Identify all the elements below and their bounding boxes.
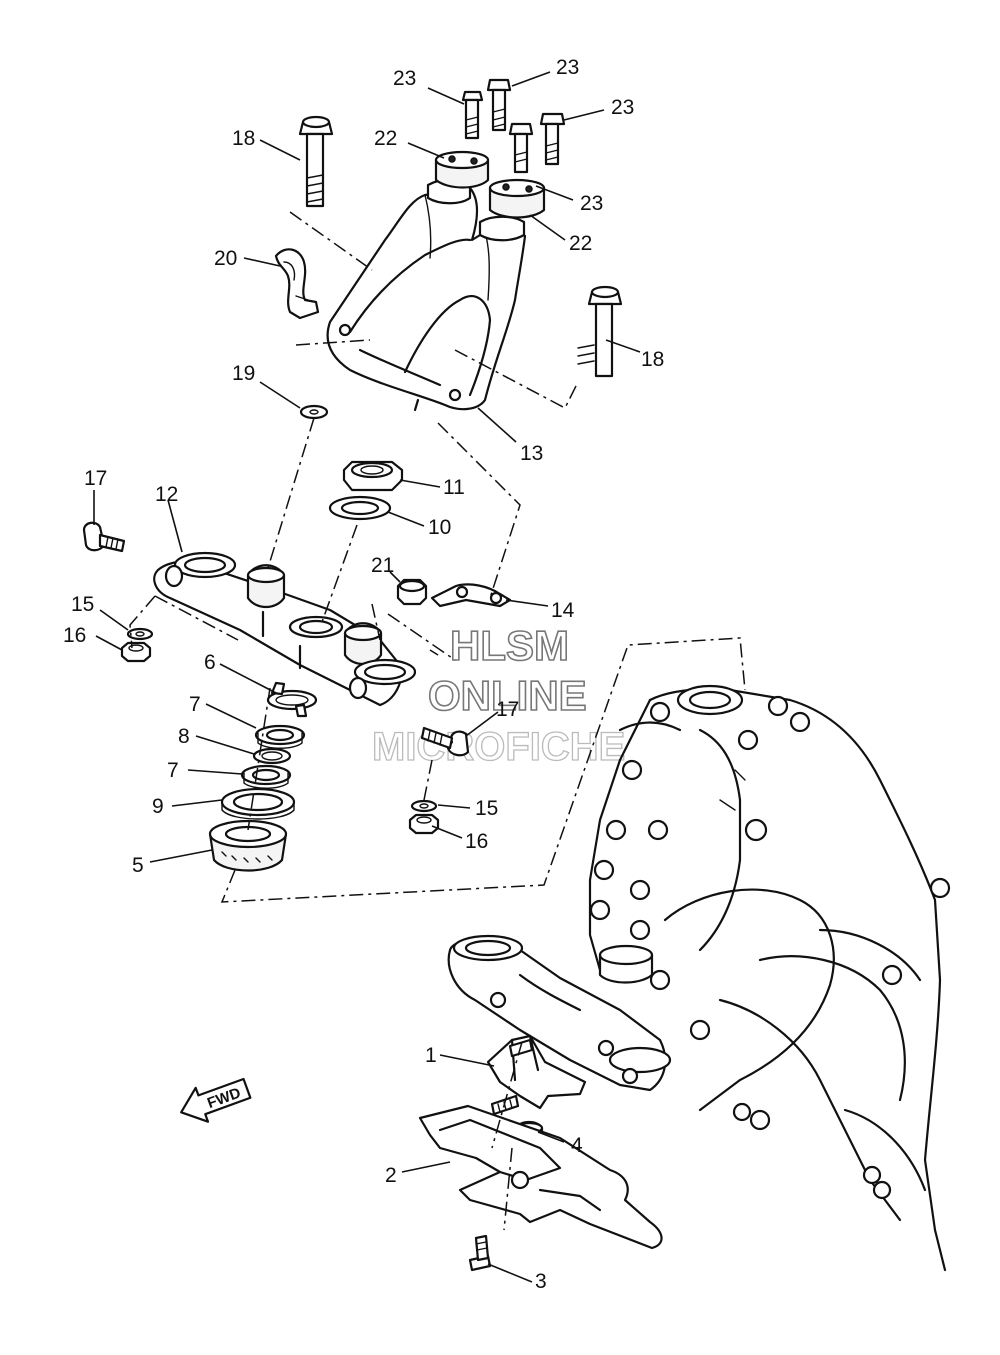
cable-guide-bracket — [430, 583, 512, 608]
steering-nut — [342, 460, 404, 492]
callout-13: 13 — [520, 442, 543, 465]
frame — [588, 684, 951, 1272]
leader-lines — [93, 71, 641, 1283]
callout-15: 15 — [71, 593, 94, 616]
lower-bracket — [447, 934, 672, 1092]
callout-17: 17 — [496, 698, 519, 721]
upper-holder-left — [434, 150, 490, 189]
claw-washer — [266, 681, 318, 718]
crown-cover — [326, 186, 527, 411]
callout-18: 18 — [232, 127, 255, 150]
holder-bolts — [461, 78, 566, 174]
callout-15: 15 — [475, 797, 498, 820]
watermark-line3: MICROFICHE — [372, 725, 625, 769]
callout-23: 23 — [393, 67, 416, 90]
callout-16: 16 — [465, 830, 488, 853]
pinch-bolt-upper — [82, 521, 126, 553]
cable-clamp — [274, 248, 320, 320]
callouts: 18 23 23 22 23 23 22 20 18 19 13 11 10 1… — [63, 56, 664, 1293]
callout-5: 5 — [132, 854, 144, 877]
plate-bolt — [468, 1234, 492, 1272]
ring-nut-lower — [240, 764, 292, 789]
guard-plate — [418, 1104, 663, 1250]
upper-holder-right — [488, 178, 546, 219]
long-bolt-left — [298, 115, 334, 208]
callout-17: 17 — [84, 467, 107, 490]
callout-2: 2 — [385, 1164, 397, 1187]
washer-10 — [328, 495, 392, 521]
callout-4: 4 — [571, 1134, 583, 1157]
callout-7: 7 — [167, 759, 179, 782]
washer-15-lower — [410, 799, 438, 813]
callout-7: 7 — [189, 693, 201, 716]
callout-6: 6 — [204, 651, 216, 674]
ball-bearing — [208, 819, 288, 872]
cable-guide-nut — [396, 578, 428, 606]
assembly-lines — [129, 211, 746, 1231]
bearing-cover — [220, 787, 296, 820]
pinch-bolt-lower — [420, 726, 470, 757]
callout-14: 14 — [551, 599, 575, 622]
ring-nut-upper — [254, 724, 306, 749]
nut-16-upper — [120, 641, 152, 663]
handle-crown-assembly — [326, 178, 527, 412]
washer-15-upper — [126, 627, 154, 641]
watermark-line1: HLSM — [450, 622, 569, 669]
callout-8: 8 — [178, 725, 190, 748]
callout-1: 1 — [425, 1044, 437, 1067]
callout-18: 18 — [641, 348, 664, 371]
callout-22: 22 — [374, 127, 397, 150]
fwd-arrow-icon: FWD — [180, 1077, 252, 1123]
long-bolt-right — [577, 285, 623, 378]
callout-9: 9 — [152, 795, 164, 818]
callout-20: 20 — [214, 247, 237, 270]
callout-10: 10 — [428, 516, 451, 539]
callout-23: 23 — [580, 192, 603, 215]
rubber-washer — [252, 747, 292, 765]
lower-stay — [486, 1034, 587, 1116]
callout-23: 23 — [611, 96, 634, 119]
watermark-line2: ONLINE — [428, 672, 587, 719]
callout-11: 11 — [443, 476, 465, 499]
callout-16: 16 — [63, 624, 86, 647]
callout-21: 21 — [371, 554, 394, 577]
callout-23: 23 — [556, 56, 579, 79]
callout-19: 19 — [232, 362, 255, 385]
nut-16-lower — [408, 813, 440, 835]
callout-3: 3 — [535, 1270, 547, 1293]
callout-22: 22 — [569, 232, 592, 255]
watermark: HLSM ONLINE MICROFICHE — [371, 621, 626, 769]
upper-bracket — [153, 551, 417, 707]
washer-19 — [299, 404, 329, 420]
callout-12: 12 — [155, 483, 178, 506]
